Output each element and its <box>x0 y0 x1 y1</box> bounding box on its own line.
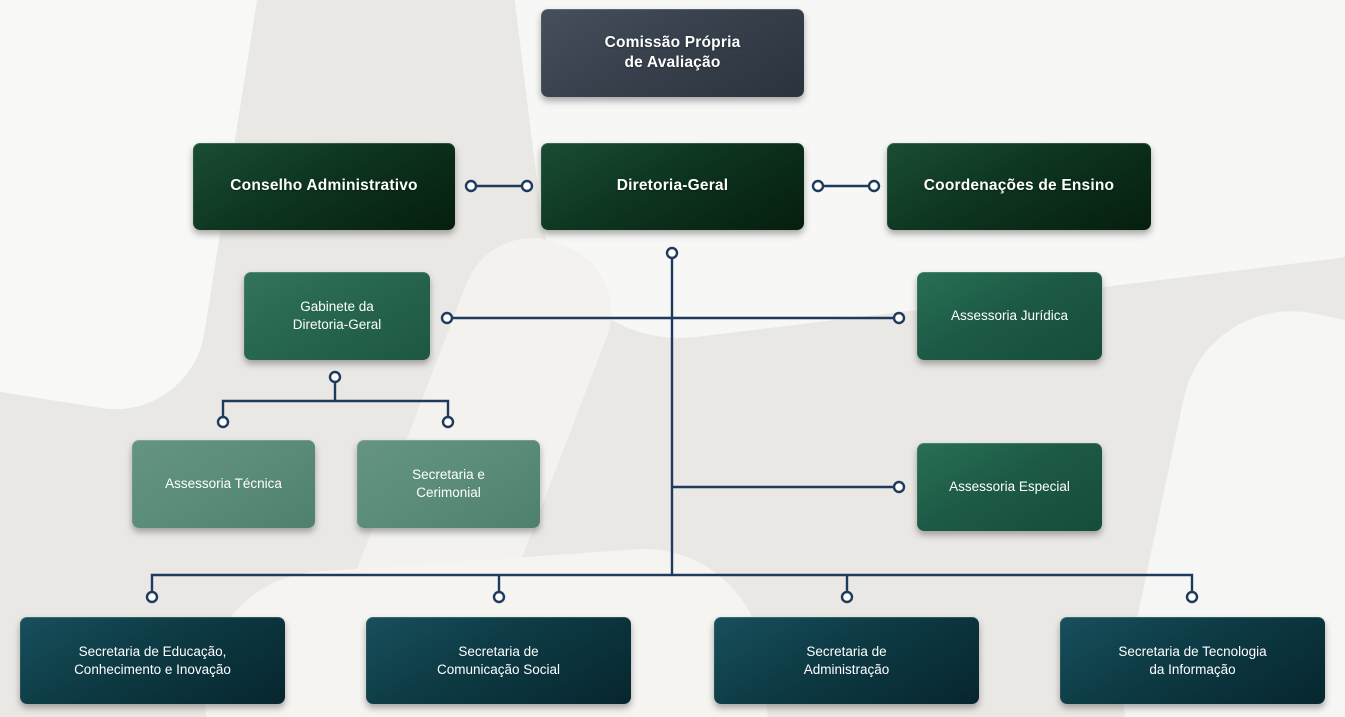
node-secretaria-de-comunicacao-social: Secretaria de Comunicação Social <box>366 617 631 704</box>
node-assessoria-tecnica: Assessoria Técnica <box>132 440 315 528</box>
node-diretoria-geral: Diretoria-Geral <box>541 143 804 230</box>
node-conselho-administrativo: Conselho Administrativo <box>193 143 455 230</box>
node-coordenacoes-de-ensino: Coordenações de Ensino <box>887 143 1151 230</box>
node-secretaria-e-cerimonial: Secretaria e Cerimonial <box>357 440 540 528</box>
node-secretaria-de-administracao: Secretaria de Administração <box>714 617 979 704</box>
node-comissao-propria-de-avaliacao: Comissão Própria de Avaliação <box>541 9 804 97</box>
node-gabinete-da-diretoria-geral: Gabinete da Diretoria-Geral <box>244 272 430 360</box>
node-secretaria-de-tecnologia-da-informacao: Secretaria de Tecnologia da Informação <box>1060 617 1325 704</box>
node-secretaria-de-educacao-conhecimento-e-inovacao: Secretaria de Educação, Conhecimento e I… <box>20 617 285 704</box>
node-assessoria-especial: Assessoria Especial <box>917 443 1102 531</box>
node-assessoria-juridica: Assessoria Jurídica <box>917 272 1102 360</box>
